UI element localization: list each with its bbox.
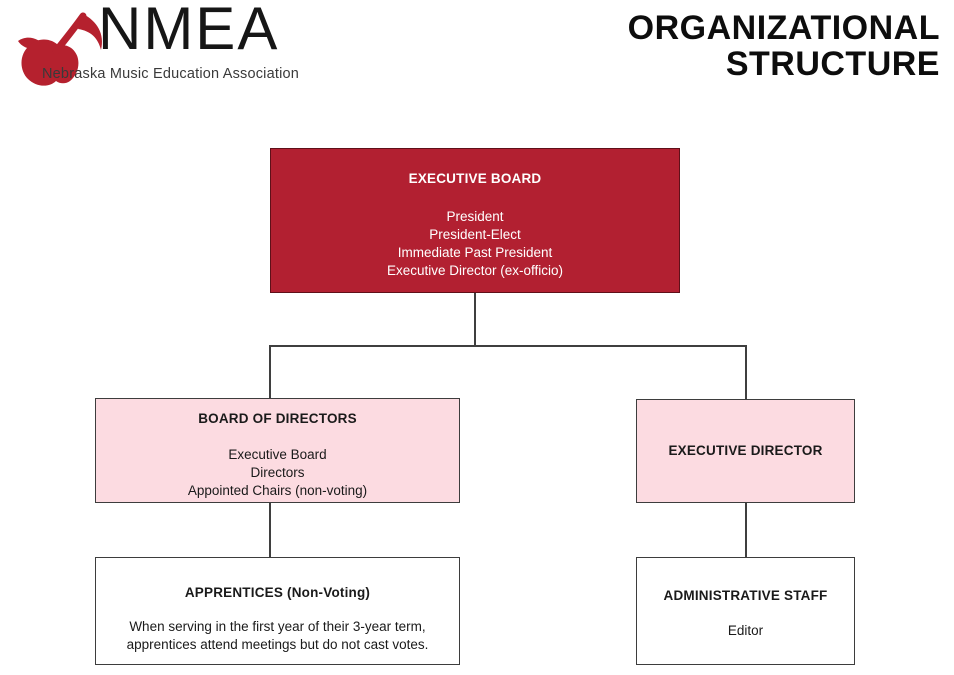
page-title-line1: ORGANIZATIONAL: [627, 9, 940, 47]
connector-exec-board-down: [474, 293, 476, 346]
board-of-directors-member: Directors: [250, 465, 305, 480]
apple-music-note-icon: [18, 12, 103, 86]
connector-to-apprentices: [269, 503, 271, 558]
executive-board-title: EXECUTIVE BOARD: [408, 171, 542, 186]
apprentices-title: APPRENTICES (Non-Voting): [184, 585, 371, 600]
apprentices-description: When serving in the first year of their …: [96, 618, 459, 654]
executive-board-member: Executive Director (ex-officio): [386, 263, 564, 278]
executive-director-box: EXECUTIVE DIRECTOR: [636, 399, 855, 503]
executive-board-box: EXECUTIVE BOARD President President-Elec…: [270, 148, 680, 293]
executive-board-member: Immediate Past President: [397, 245, 553, 260]
board-of-directors-members: Executive Board Directors Appointed Chai…: [96, 446, 459, 500]
board-of-directors-title: BOARD OF DIRECTORS: [198, 411, 357, 426]
connector-to-administrative-staff: [745, 503, 747, 558]
administrative-staff-member: Editor: [727, 623, 764, 638]
board-of-directors-member: Appointed Chairs (non-voting): [187, 483, 368, 498]
executive-board-members: President President-Elect Immediate Past…: [271, 208, 679, 280]
nmea-logo: NMEA Nebraska Music Education Associatio…: [0, 0, 330, 95]
administrative-staff-title: ADMINISTRATIVE STAFF: [663, 588, 828, 603]
administrative-staff-members: Editor: [637, 622, 854, 640]
board-of-directors-member: Executive Board: [228, 447, 327, 462]
connector-to-board-of-directors: [269, 345, 271, 399]
executive-board-member: President-Elect: [429, 227, 521, 242]
logo-acronym: NMEA: [98, 0, 280, 62]
page-title-line2: STRUCTURE: [725, 45, 940, 83]
executive-board-member: President: [446, 209, 504, 224]
connector-horizontal: [269, 345, 746, 347]
apprentices-description-line: apprentices attend meetings but do not c…: [126, 637, 429, 652]
administrative-staff-box: ADMINISTRATIVE STAFF Editor: [636, 557, 855, 665]
logo-tagline: Nebraska Music Education Association: [42, 66, 300, 82]
apprentices-description-line: When serving in the first year of their …: [129, 619, 426, 634]
executive-director-title: EXECUTIVE DIRECTOR: [668, 443, 823, 458]
board-of-directors-box: BOARD OF DIRECTORS Executive Board Direc…: [95, 398, 460, 503]
apprentices-box: APPRENTICES (Non-Voting) When serving in…: [95, 557, 460, 665]
page-title: ORGANIZATIONAL STRUCTURE: [628, 10, 940, 82]
connector-to-executive-director: [745, 345, 747, 400]
